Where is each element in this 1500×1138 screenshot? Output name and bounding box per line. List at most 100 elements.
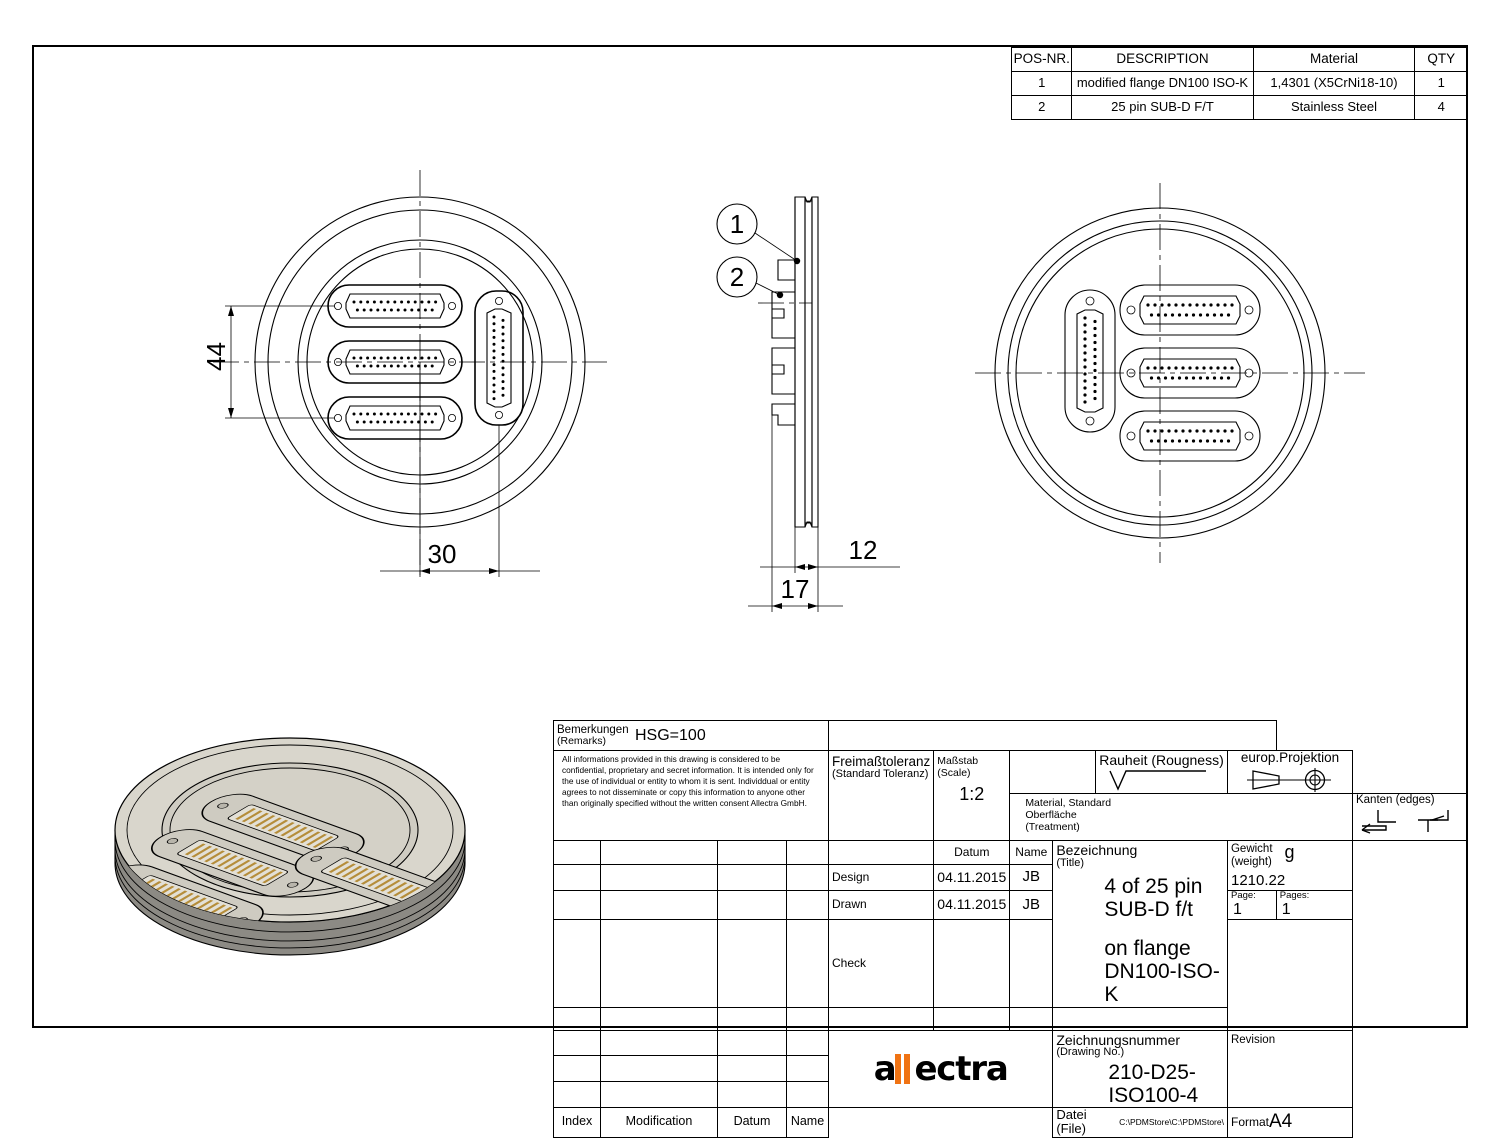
pages-cell: Pages: 1 xyxy=(1275,889,1353,920)
logo-text-after: ectra xyxy=(914,1048,1008,1089)
projection-label: europ.Projektion xyxy=(1240,750,1340,765)
remarks-empty-cell xyxy=(828,720,1277,751)
dimension-44: 44 xyxy=(201,305,335,419)
rev-r1-index xyxy=(553,863,601,891)
title-block-row-footer: Index Modification Datum Name Datei (Fil… xyxy=(553,1106,1468,1138)
page-title-line-1: 4 of 25 pin SUB-D f/t xyxy=(1104,875,1203,922)
scale-label-en: (Scale) xyxy=(937,767,971,780)
approval-date-design: 04.11.2015 xyxy=(933,863,1011,891)
drawing-no-label-en: (Drawing No.) xyxy=(1056,1046,1125,1059)
isometric-connectors xyxy=(115,793,459,922)
parts-header-pos: POS-NR. xyxy=(1010,47,1073,72)
approval-header-role xyxy=(827,839,935,865)
rev-header-datum: Datum xyxy=(717,1106,787,1138)
side-view: 1 2 12 xyxy=(700,185,980,635)
scale-label-de: Maßstab xyxy=(937,755,979,767)
rev-col-index-cell xyxy=(553,839,601,865)
title-block-row-drawn: Drawn 04.11.2015 JB Page: 1 Pages: 1 xyxy=(553,889,1468,920)
parts-row2-qty: 4 xyxy=(1414,95,1468,120)
pages-value: 1 xyxy=(1281,901,1291,919)
approval-header-datum: Datum xyxy=(933,839,1011,865)
logo-text-before: a xyxy=(873,1048,897,1089)
tolerance-label-en: (Standard Toleranz) xyxy=(832,768,929,781)
rev-col-modification-cell xyxy=(600,839,718,865)
weight-label-de: Gewicht xyxy=(1230,842,1273,855)
drawing-no-value: 210-D25-ISO100-4 xyxy=(1108,1060,1199,1107)
scale-cell: Maßstab (Scale) 1:2 xyxy=(933,750,1011,841)
approval-name-check xyxy=(1009,918,1054,1008)
rev-r3-datum xyxy=(717,918,787,1008)
roughness-label: Rauheit (Rougness) xyxy=(1099,752,1224,769)
rev-r3-modification xyxy=(600,918,718,1008)
parts-row1-pos: 1 xyxy=(1010,71,1073,96)
rev-r1-datum xyxy=(717,863,787,891)
format-label: Format xyxy=(1230,1114,1269,1129)
weight-unit: g xyxy=(1284,841,1295,862)
isometric-view xyxy=(105,735,505,995)
approval-date-drawn: 04.11.2015 xyxy=(933,889,1011,920)
rev-r2-name xyxy=(786,889,829,920)
drawing-no-label-de: Zeichnungsnummer xyxy=(1056,1031,1181,1048)
rev-col-datum-cell xyxy=(717,839,787,865)
balloon-1: 1 xyxy=(716,203,801,265)
approval-name-drawn: JB xyxy=(1009,889,1054,920)
parts-row2-desc: 25 pin SUB-D F/T xyxy=(1071,95,1254,120)
remarks-label-de: Bemerkungen xyxy=(557,723,629,736)
dimension-44-label: 44 xyxy=(201,342,231,371)
approval-role-drawn: Drawn xyxy=(827,889,935,920)
connector-vertical-rear xyxy=(1064,289,1116,433)
weight-value: 1210.22 xyxy=(1230,872,1286,890)
parts-header-material: Material xyxy=(1252,47,1416,72)
parts-header-desc: DESCRIPTION xyxy=(1071,47,1254,72)
dimension-12-label: 12 xyxy=(849,535,878,565)
page-spacer-cell xyxy=(1226,918,1353,1031)
format-value: A4 xyxy=(1269,1110,1293,1132)
parts-list-table: POS-NR. DESCRIPTION Material QTY 1 modif… xyxy=(1010,47,1468,120)
title-block-row-design: Design 04.11.2015 JB xyxy=(553,863,1468,891)
edges-cell: Kanten (edges) xyxy=(1351,792,1469,841)
connector-side-profiles xyxy=(771,259,795,426)
flange-section xyxy=(794,196,819,528)
material-cell: Material, Standard Oberfläche (Treatment… xyxy=(1009,792,1353,841)
tolerance-cell: Freimaßtoleranz (Standard Toleranz) xyxy=(827,750,935,841)
title-block: Bemerkungen (Remarks) HSG=100 All inform… xyxy=(553,720,1469,1138)
roughness-cell: Rauheit (Rougness) xyxy=(1094,750,1228,794)
rev-r5-name xyxy=(786,1029,829,1057)
file-value: C:\PDMStore\C:\PDMStore\ xyxy=(1119,1116,1224,1127)
rev-r4-datum xyxy=(717,1006,787,1031)
logo-bars-icon xyxy=(895,1053,914,1084)
rev-r2-index xyxy=(553,889,601,920)
parts-header-qty: QTY xyxy=(1414,47,1468,72)
rev-r7-datum xyxy=(717,1081,787,1108)
title-label-en: (Title) xyxy=(1056,856,1085,869)
parts-row1-qty: 1 xyxy=(1414,71,1468,96)
rev-r4-name xyxy=(786,1006,829,1031)
first-angle-projection-icon xyxy=(1246,767,1331,792)
title-label-de: Bezeichnung xyxy=(1056,841,1138,858)
title-block-row-material: Material, Standard Oberfläche (Treatment… xyxy=(554,792,1469,841)
file-label: Datei (File) xyxy=(1056,1106,1087,1137)
rev-header-modification: Modification xyxy=(600,1106,718,1138)
tolerance-label-de: Freimaßtoleranz xyxy=(832,754,931,769)
drawing-number-cell: Zeichnungsnummer (Drawing No.) 210-D25-I… xyxy=(1052,1029,1228,1108)
parts-row1-desc: modified flange DN100 ISO-K xyxy=(1071,71,1254,96)
remarks-label-en: (Remarks) xyxy=(557,735,606,748)
title-block-row-remarks: Bemerkungen (Remarks) HSG=100 xyxy=(553,720,1468,751)
dimension-17: 17 xyxy=(748,415,843,612)
rear-view xyxy=(970,183,1370,585)
parts-list-header-row: POS-NR. DESCRIPTION Material QTY xyxy=(1010,47,1468,72)
material-line-1: Material, Standard xyxy=(1025,796,1112,809)
balloon-1-label: 1 xyxy=(730,209,744,239)
approval-blank-role xyxy=(827,1006,935,1031)
approval-blank-name xyxy=(1009,1006,1054,1031)
rev-r2-datum xyxy=(717,889,787,920)
parts-row2-pos: 2 xyxy=(1010,95,1073,120)
title-block-row-check: Check xyxy=(553,918,1468,1031)
rev-header-index: Index xyxy=(553,1106,601,1138)
page-cell: Page: 1 xyxy=(1226,889,1277,920)
title-block-row-info: All informations provided in this drawin… xyxy=(553,750,1468,841)
title-cell: Bezeichnung (Title) 4 of 25 pin SUB-D f/… xyxy=(1052,839,1228,1008)
dimension-12: 12 xyxy=(760,527,900,573)
